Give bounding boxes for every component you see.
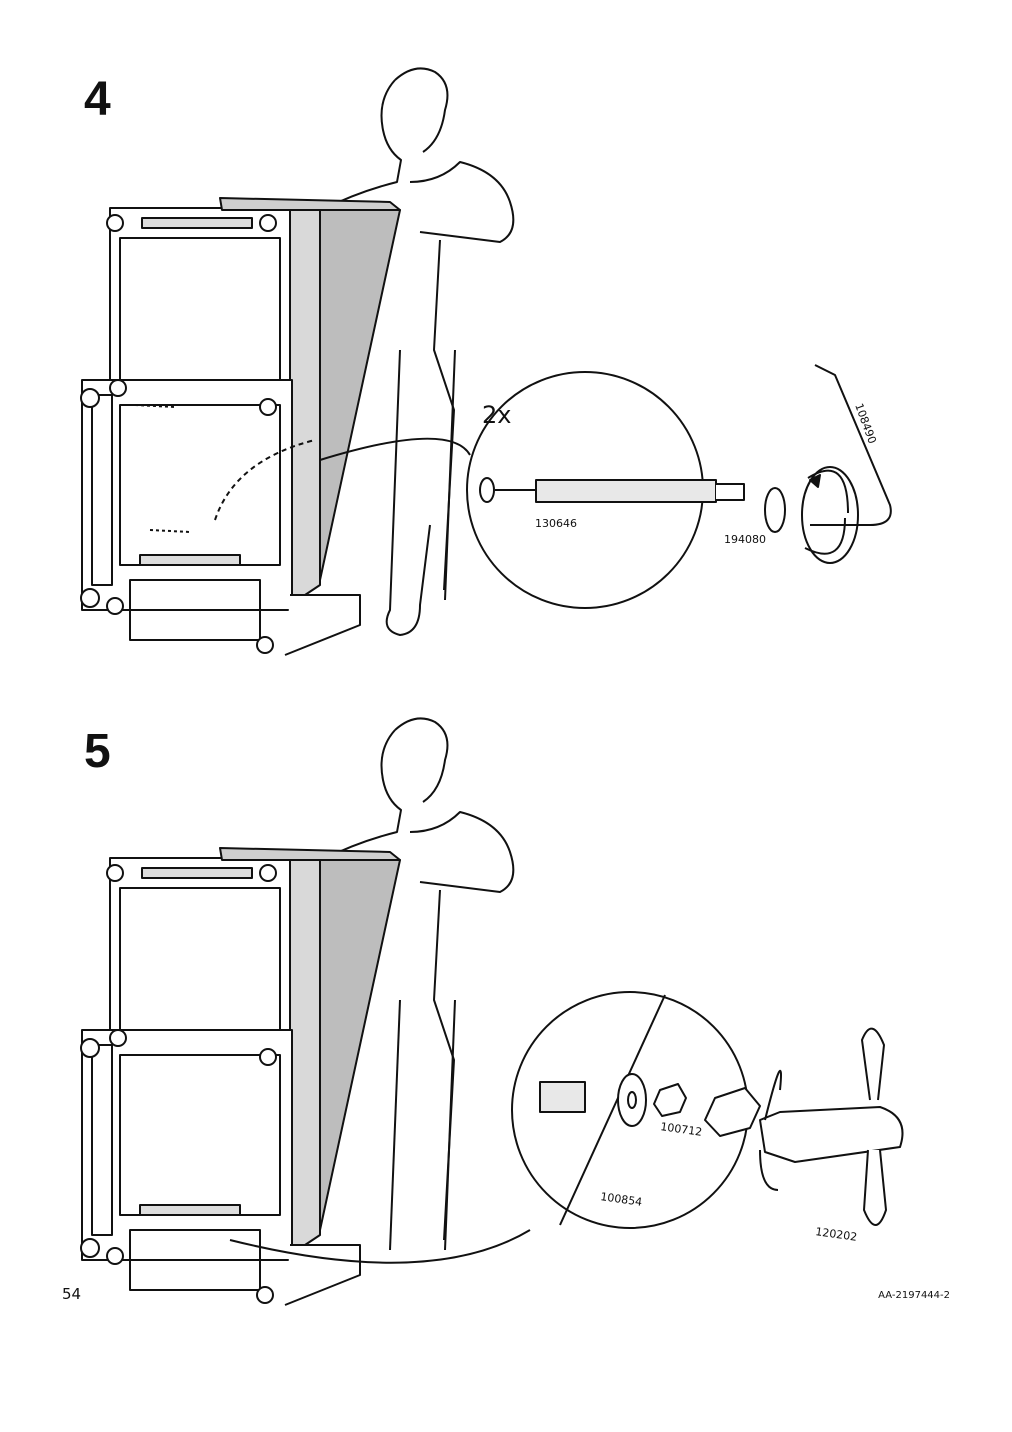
part-number-bolt: 130646 — [535, 517, 577, 530]
step-4-number: 4 — [84, 73, 111, 126]
assembler-figure — [311, 717, 515, 1251]
document-code: AA-2197444-2 — [878, 1290, 950, 1301]
part-number-nut: 100712 — [660, 1120, 703, 1139]
part-number-washer: 194080 — [724, 533, 766, 546]
part-number-wrench: 120202 — [815, 1225, 858, 1244]
step-5-detail-callout — [229, 991, 904, 1264]
step-4-illustration: 2x 130646 194080 108490 — [80, 67, 892, 656]
step-5-illustration: 100854 100712 120202 — [80, 717, 904, 1306]
sofa-frame-front — [80, 1029, 361, 1306]
step-4-detail-callout — [319, 364, 892, 609]
quantity-label: 2x — [482, 401, 511, 429]
part-number-washer: 100854 — [600, 1190, 643, 1209]
step-5-number: 5 — [84, 725, 111, 778]
assembler-figure — [311, 67, 515, 636]
page-number: 54 — [62, 1285, 82, 1303]
sofa-frame-front — [80, 379, 361, 656]
